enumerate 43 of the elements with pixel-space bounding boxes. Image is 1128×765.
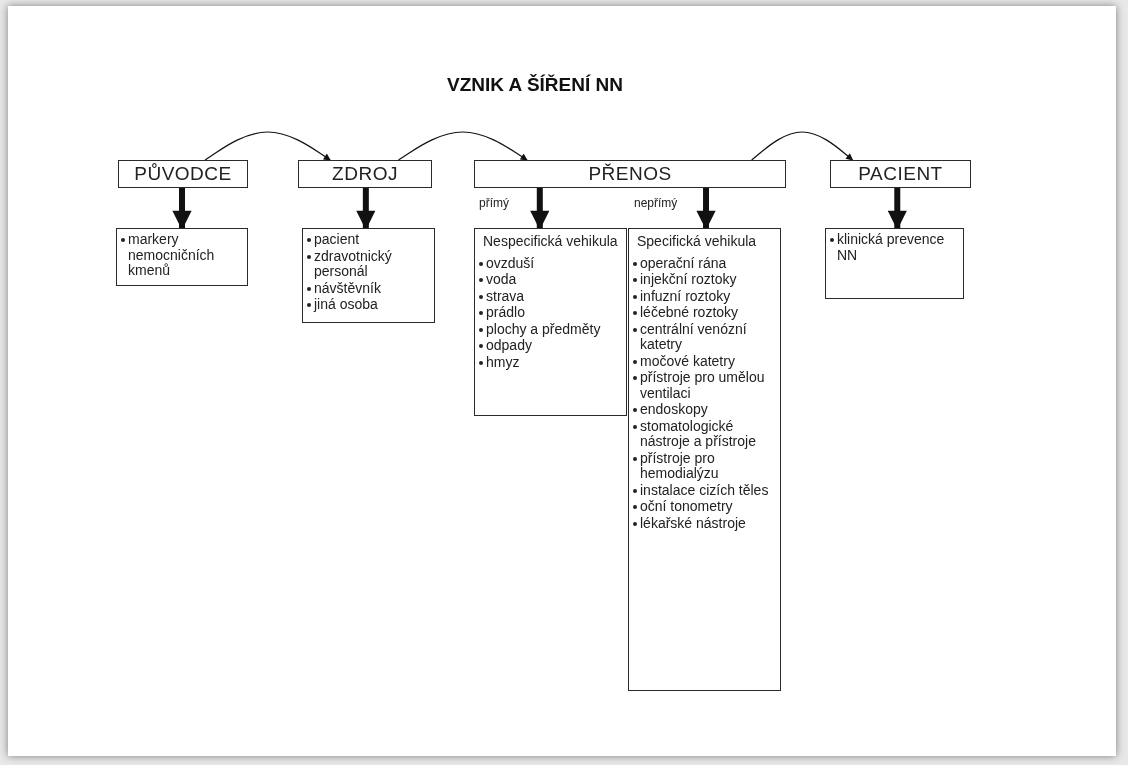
arrow [887,188,907,230]
list-box [302,228,435,323]
list-item: endoskopy [640,402,708,418]
stage-box: PŮVODCE [118,160,248,188]
list-item: injekční roztoky [640,272,737,288]
stage-box: PŘENOS [474,160,786,188]
edge-label: nepřímý [633,196,679,210]
arrow [751,131,854,161]
arrow [530,188,550,230]
list-heading: Specifická vehikula [637,234,758,250]
list-item: markery nemocničních kmenů [128,232,216,279]
list-item: prádlo [486,305,525,321]
list-item: voda [486,272,517,288]
diagram-title: VZNIK A ŠÍŘENÍ NN [446,74,624,96]
list-item: léčebné roztoky [640,305,739,321]
list-item: klinická prevence NN [837,232,946,263]
list-box [474,228,627,416]
list-item: odpady [486,338,532,354]
list-item: infuzní roztoky [640,288,731,304]
arrow [397,131,528,161]
list-item: instalace cizích těles [640,482,769,498]
list-item: strava [486,288,525,304]
list-heading: Nespecifická vehikula [483,234,618,250]
arrow [356,188,376,230]
stage-box: PACIENT [830,160,971,188]
list-item: ovzduší [486,255,535,271]
list-item: hmyz [486,354,520,370]
list-item: pacient [314,232,360,248]
list-box [116,228,248,286]
list-item: operační rána [640,255,727,271]
edge-label: přímý [478,196,510,210]
arrow [172,188,192,230]
arrow [696,188,716,230]
arrow [204,131,331,161]
list-item: plochy a předměty [486,321,601,337]
list-item: návštěvník [314,280,381,296]
list-box [825,228,964,299]
list-item: lékařské nástroje [640,515,746,531]
list-box [628,228,781,691]
stage-box: ZDROJ [298,160,432,188]
list-item: močové katetry [640,353,735,369]
list-item: oční tonometry [640,499,733,515]
list-item: jiná osoba [314,297,378,313]
